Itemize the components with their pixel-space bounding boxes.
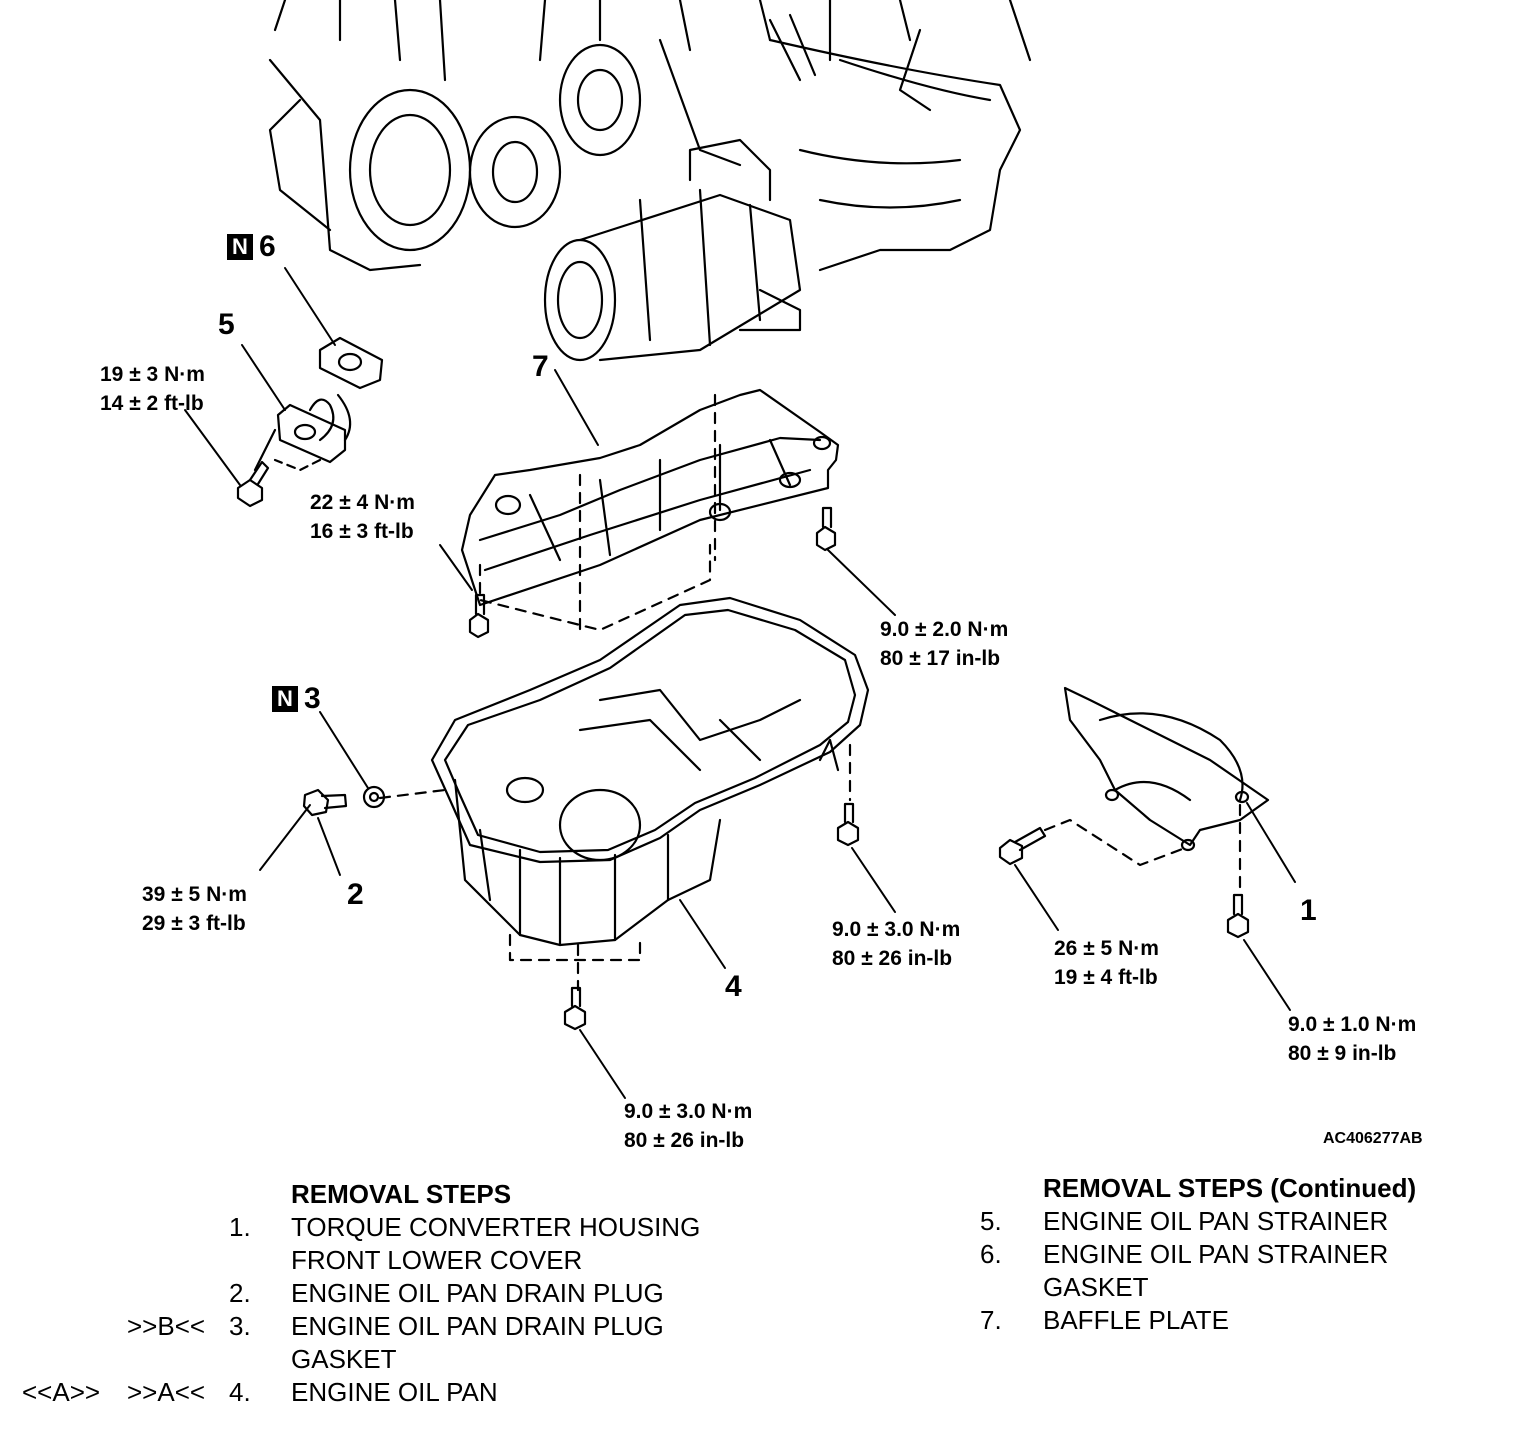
cover-bolts	[998, 826, 1250, 939]
step-text: ENGINE OIL PAN STRAINER	[1043, 1239, 1389, 1269]
engine-block	[268, 0, 1032, 272]
installation-mark: >>B<<	[127, 1311, 206, 1341]
callout-2: 2	[347, 878, 364, 911]
step-number: 1.	[229, 1212, 251, 1242]
step-item: <<A>> >>A<< 4. ENGINE OIL PAN	[0, 1376, 760, 1409]
step-text: ENGINE OIL PAN DRAIN PLUG	[291, 1311, 664, 1341]
exploded-view-drawing	[184, 0, 1296, 1099]
figure-code: AC406277AB	[1323, 1130, 1423, 1147]
drain-plug	[302, 788, 348, 817]
step-text: ENGINE OIL PAN	[291, 1377, 498, 1407]
oil-pan-bolts	[563, 802, 860, 1031]
step-item: 1. TORQUE CONVERTER HOUSING FRONT LOWER …	[0, 1211, 760, 1277]
callout-1: 1	[1300, 894, 1317, 927]
step-text: FRONT LOWER COVER	[291, 1245, 583, 1275]
step-item: 5. ENGINE OIL PAN STRAINER	[975, 1205, 1515, 1238]
leader-lines	[184, 267, 1296, 1099]
removal-steps-continued-heading: REMOVAL STEPS (Continued)	[1043, 1173, 1417, 1203]
step-item: 6. ENGINE OIL PAN STRAINER GASKET	[975, 1238, 1515, 1304]
step-item: 2. ENGINE OIL PAN DRAIN PLUG	[0, 1277, 760, 1310]
baffle-plate	[460, 388, 840, 632]
step-number: 4.	[229, 1377, 251, 1407]
strainer-gasket	[318, 336, 384, 390]
step-text: ENGINE OIL PAN STRAINER	[1043, 1206, 1389, 1236]
step-text: ENGINE OIL PAN DRAIN PLUG	[291, 1278, 664, 1308]
step-number: 5.	[980, 1206, 1002, 1236]
step-item: 7. BAFFLE PLATE	[975, 1304, 1515, 1337]
step-text: BAFFLE PLATE	[1043, 1305, 1229, 1335]
step-text: GASKET	[1043, 1272, 1149, 1302]
step-number: 2.	[229, 1278, 251, 1308]
installation-mark: >>A<<	[127, 1377, 206, 1407]
baffle-bolts	[468, 506, 837, 639]
strainer-bolt	[236, 460, 270, 508]
new-part-badge: N	[272, 686, 298, 712]
step-number: 7.	[980, 1305, 1002, 1335]
step-number: 3.	[229, 1311, 251, 1341]
step-text: TORQUE CONVERTER HOUSING	[291, 1212, 701, 1242]
callout-5: 5	[218, 308, 235, 341]
oil-pan-strainer	[253, 393, 352, 472]
callout-7: 7	[532, 350, 549, 383]
step-number: 6.	[980, 1239, 1002, 1269]
step-text: GASKET	[291, 1344, 397, 1374]
removal-steps-heading: REMOVAL STEPS	[291, 1179, 512, 1209]
torque-converter-cover	[1043, 686, 1270, 897]
step-item: >>B<< 3. ENGINE OIL PAN DRAIN PLUG GASKE…	[0, 1310, 760, 1376]
new-part-badge: N	[227, 234, 253, 260]
ac-compressor	[543, 138, 802, 362]
drain-plug-gasket	[362, 785, 386, 809]
engine-oil-pan	[378, 596, 870, 992]
removal-mark: <<A>>	[22, 1377, 101, 1407]
callout-4: 4	[725, 970, 742, 1003]
